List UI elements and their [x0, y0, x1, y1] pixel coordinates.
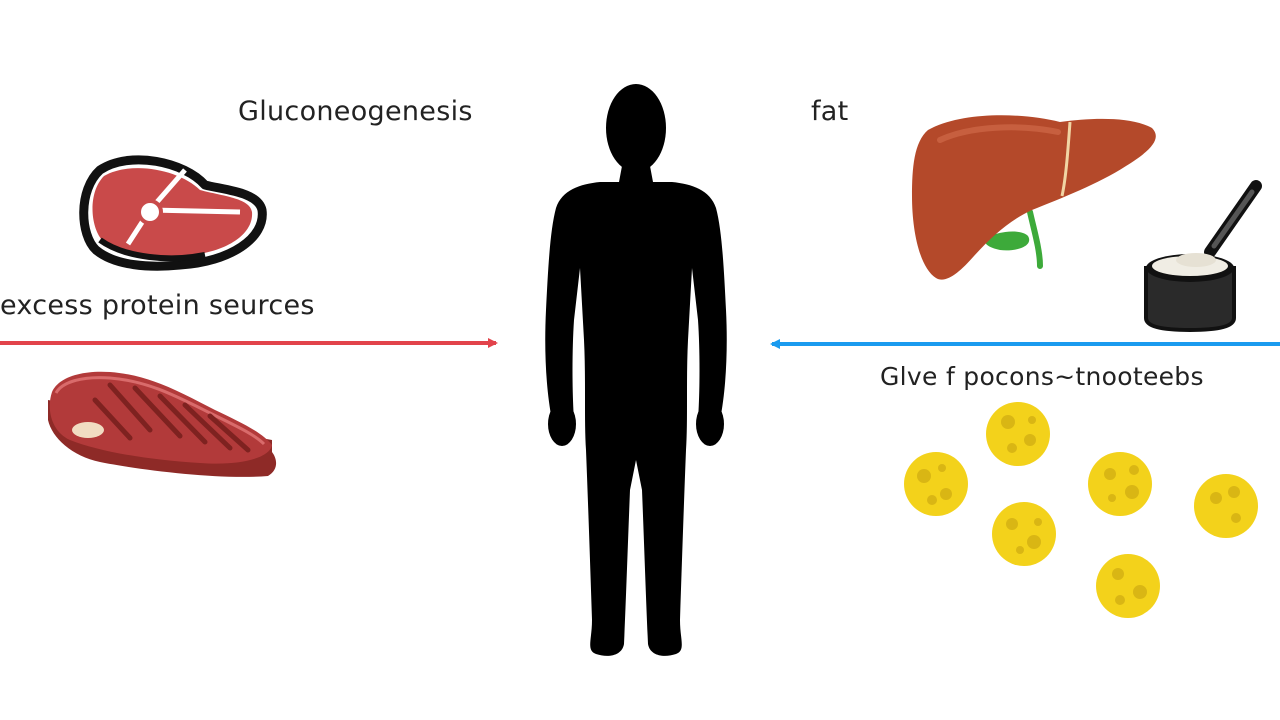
- label-fat: fat: [811, 96, 849, 127]
- label-glycerol-sources: Glve f pocons~tnooteebs: [880, 362, 1204, 391]
- fat-globule-icon: [1088, 452, 1152, 516]
- raw-meat-icon: [79, 155, 267, 271]
- fat-globule-icon: [1194, 474, 1258, 538]
- fat-globule-icon: [986, 402, 1050, 466]
- human-silhouette-icon: [545, 84, 727, 656]
- fat-globules: [904, 402, 1258, 618]
- fat-globule-icon: [904, 452, 968, 516]
- label-gluconeogenesis: Gluconeogenesis: [238, 96, 473, 127]
- fat-globule-icon: [1096, 554, 1160, 618]
- fat-globule-icon: [992, 502, 1056, 566]
- steak-icon: [48, 371, 277, 477]
- label-protein-sources: excess protein seurces: [0, 290, 315, 321]
- protein-powder-icon: [1144, 180, 1262, 333]
- liver-icon: [912, 115, 1156, 280]
